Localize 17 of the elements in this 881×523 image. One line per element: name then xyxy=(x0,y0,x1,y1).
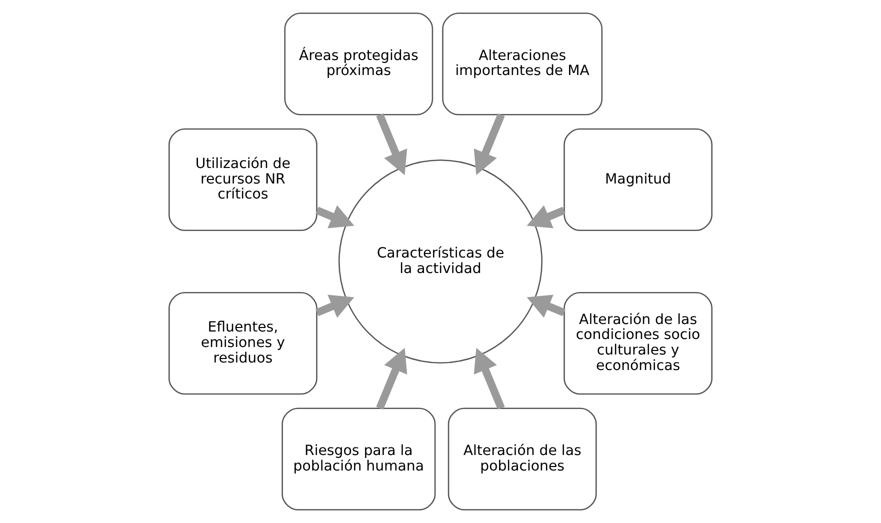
node-box: Riesgos para la población humana xyxy=(282,408,436,510)
arrow xyxy=(316,294,354,318)
arrow xyxy=(526,205,566,228)
node-box: Alteración de las poblaciones xyxy=(448,408,597,510)
arrow xyxy=(474,348,505,410)
arrow xyxy=(316,205,354,228)
node-circle: Características de la actividad xyxy=(338,159,543,364)
arrow xyxy=(474,113,505,176)
node-box: Efluentes, emisiones y residuos xyxy=(168,292,318,395)
arrow xyxy=(526,294,566,318)
node-box: Áreas protegidas próximas xyxy=(284,12,434,116)
node-box: Utilización de recursos NR críticos xyxy=(168,128,318,231)
arrow xyxy=(376,348,408,410)
node-box: Alteraciones importantes de MA xyxy=(442,12,603,116)
arrow xyxy=(376,113,408,176)
node-box: Alteración de las condiciones socio culturales y económicas xyxy=(564,292,712,395)
node-box: Magnitud xyxy=(564,128,712,231)
